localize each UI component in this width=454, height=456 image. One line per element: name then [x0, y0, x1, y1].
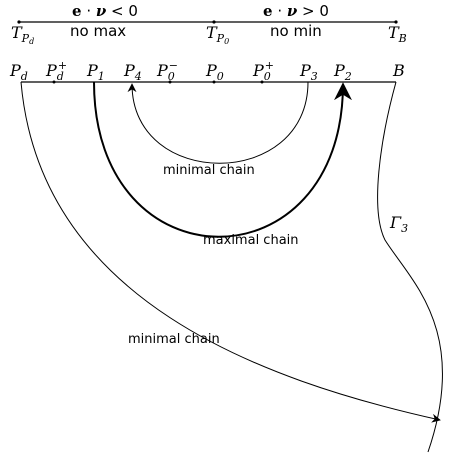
gamma3-boundary-curve — [377, 81, 444, 453]
point-label-pd: Pd — [9, 61, 28, 83]
gamma3-label: Γ3 — [389, 213, 408, 235]
point-label-b: B — [392, 61, 405, 80]
region-left-caption: no max — [70, 22, 126, 40]
point-p0-plus-dot — [260, 80, 264, 84]
outer-minimal-chain-label: minimal chain — [128, 332, 220, 347]
point-label-p1: P1 — [86, 61, 105, 83]
outer-minimal-chain-curve — [20, 81, 441, 423]
point-label-p2: P2 — [333, 61, 352, 83]
region-left-condition: e · ν < 0 — [72, 2, 138, 20]
point-label-p3: P3 — [299, 61, 318, 83]
region-right-condition: e · ν > 0 — [263, 2, 329, 20]
region-right-caption: no min — [270, 22, 322, 40]
point-label-p0-minus: P0− — [156, 59, 178, 83]
inner-minimal-chain-curve — [127, 81, 309, 164]
tick-label-tp0: TP0 — [206, 23, 229, 46]
tick-tp0-dot — [212, 20, 216, 24]
point-label-pd-plus: Pd+ — [45, 59, 67, 83]
tick-label-tpd: TPd — [11, 23, 34, 46]
maximal-chain-label: maximal chain — [203, 233, 299, 248]
maximal-chain-curve — [93, 81, 352, 238]
point-label-p0-plus: P0+ — [252, 59, 274, 83]
point-label-p0: P0 — [205, 61, 224, 83]
tick-label-tb: TB — [388, 23, 407, 45]
point-label-p4: P4 — [123, 61, 142, 83]
inner-minimal-chain-label: minimal chain — [163, 163, 255, 178]
point-p0-dot — [212, 80, 216, 84]
point-p0-minus-dot — [168, 80, 172, 84]
tick-tb-dot — [394, 20, 398, 24]
point-pd-plus-dot — [52, 80, 56, 84]
tick-tpd-dot — [17, 20, 21, 24]
